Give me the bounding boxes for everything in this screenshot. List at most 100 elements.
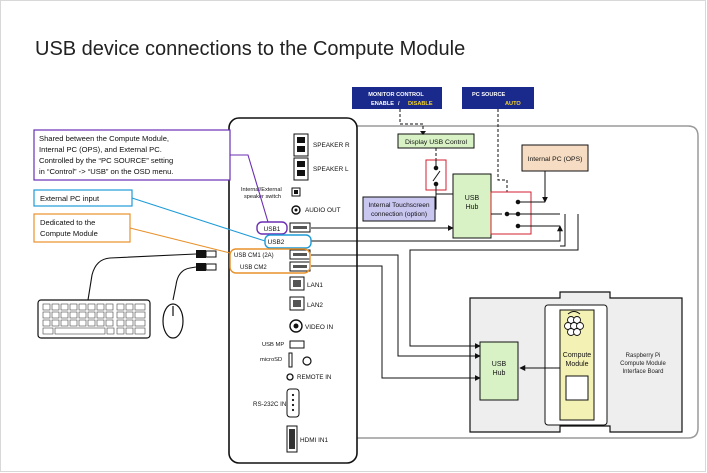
svg-text:DISABLE: DISABLE [408,101,433,107]
svg-text:Hub: Hub [466,204,479,211]
svg-text:Compute: Compute [563,352,592,359]
rpi-board-label: Raspberry Pi Compute Module Interface Bo… [620,353,666,375]
pc-source-switch [491,199,560,229]
speaker-r-label: SPEAKER R [313,142,350,149]
display-usb-control-label: Display USB Control [405,139,467,146]
svg-text:/: / [398,101,400,107]
monitor-control-dashed-line [399,109,424,131]
svg-text:Dedicated to the: Dedicated to the [40,218,95,227]
usb-mp-port[interactable] [289,340,305,349]
external-callout-leader [131,197,266,242]
usb-hub-bottom-label: USB Hub [492,361,507,377]
svg-text:in “Control” -> “USB” on the O: in “Control” -> “USB” on the OSD menu. [39,167,173,176]
svg-text:USB: USB [465,195,480,202]
usb-cm1-port-slot [293,253,307,256]
video-in-jack-center [293,323,299,329]
mouse-icon [162,303,184,339]
shared-callout-box [33,129,231,181]
usb1-label: USB1 [264,226,281,233]
svg-text:connection (option): connection (option) [371,211,427,218]
svg-text:speaker switch: speaker switch [244,194,281,200]
svg-text:Internal Touchscreen: Internal Touchscreen [368,202,429,209]
touchscreen-box [362,196,436,222]
usb-cm-badge [229,248,311,274]
usb-cm1-label: USB CM1 (2A) [234,253,274,259]
touchscreen-label: Internal Touchscreen connection (option) [368,202,429,218]
hdmi-port[interactable] [286,425,298,453]
svg-text:Controlled by the “PC SOURCE”: Controlled by the “PC SOURCE” setting [39,156,173,165]
usb-mp-label: USB MP [262,342,284,348]
dedicated-callout-leader [129,227,231,254]
usb1-return-line [560,214,566,247]
usb2-badge [264,234,312,249]
keyboard-usb-plug [196,250,217,258]
usb2-to-switch-line [311,225,563,242]
microsd-slot[interactable] [288,352,293,368]
usb1-port-slot [293,226,307,229]
usb-cm2-label: USB CM2 [240,265,267,271]
audio-out-jack-center [294,208,298,212]
compute-module-label: Compute Module [563,352,592,368]
mouse-cable [172,266,197,301]
monitor-outline [340,125,699,439]
usb-cm2-line [311,265,481,381]
pc-source-osd [462,87,534,109]
keyboard-icon [37,299,151,339]
remote-in-jack[interactable] [286,373,294,381]
microsd-button[interactable] [302,356,312,366]
speaker-l-terminal [293,157,309,181]
compute-module-chip [565,375,589,401]
lan2-label: LAN2 [307,302,323,309]
internal-pc-ops-label: Internal PC (OPS) [528,156,583,163]
svg-text:AUTO: AUTO [505,101,521,107]
svg-text:USB: USB [492,361,507,368]
shared-callout-text: Shared between the Compute Module, Inter… [39,134,173,176]
remote-in-label: REMOTE IN [297,374,331,381]
pc-source-dashed-line [497,109,508,192]
page-title: USB device connections to the Compute Mo… [35,38,466,60]
lan1-port[interactable] [289,276,305,291]
lan2-port[interactable] [289,296,305,311]
speaker-l-label: SPEAKER L [313,166,349,173]
microsd-label: microSD [260,357,282,363]
shared-callout-leader [230,154,269,223]
usb-cm1-line [311,254,481,359]
pc-source-switch-box [490,191,532,235]
lan1-label: LAN1 [307,282,323,289]
pc-source-to-cm-line [409,214,579,349]
svg-text:Compute Module: Compute Module [40,229,98,238]
internal-pc-ops-box [521,144,589,172]
svg-text:Module: Module [566,361,589,368]
dedicated-callout-text: Dedicated to the Compute Module [40,218,98,238]
svg-text:Interface Board: Interface Board [622,369,663,375]
speaker-r-terminal [293,133,309,157]
svg-text:ENABLE: ENABLE [371,101,394,107]
usb-cm2-port-slot [293,265,307,268]
usb2-label: USB2 [268,239,285,246]
pc-source-osd-text: PC SOURCE AUTO [472,92,521,107]
svg-text:PC SOURCE: PC SOURCE [472,92,506,98]
keyboard-cable [87,253,197,301]
usb-hub-bottom [479,341,519,401]
rs232c-label: RS-232C IN [253,401,286,408]
raspberry-pi-icon [564,311,584,336]
rs232c-port[interactable] [286,388,300,418]
usb1-badge [256,221,288,235]
svg-text:Internal/External: Internal/External [241,187,282,193]
svg-text:Internal PC (OPS), and Externa: Internal PC (OPS), and External PC. [39,145,162,154]
monitor-control-osd [352,87,442,109]
monitor-control-osd-text: MONITOR CONTROL ENABLE / DISABLE [368,92,433,107]
speaker-switch-knob [294,190,298,194]
speaker-switch-label: Internal/External speaker switch [241,187,282,200]
svg-text:Hub: Hub [493,370,506,377]
audio-out-label: AUDIO OUT [305,207,341,214]
display-switch [432,160,441,194]
video-in-label: VIDEO IN [305,324,333,331]
touch-to-switch-line [435,194,437,210]
control-arrowhead [420,131,426,135]
svg-text:MONITOR CONTROL: MONITOR CONTROL [368,92,424,98]
svg-text:Compute Module: Compute Module [620,361,666,367]
mouse-usb-plug [196,263,217,271]
